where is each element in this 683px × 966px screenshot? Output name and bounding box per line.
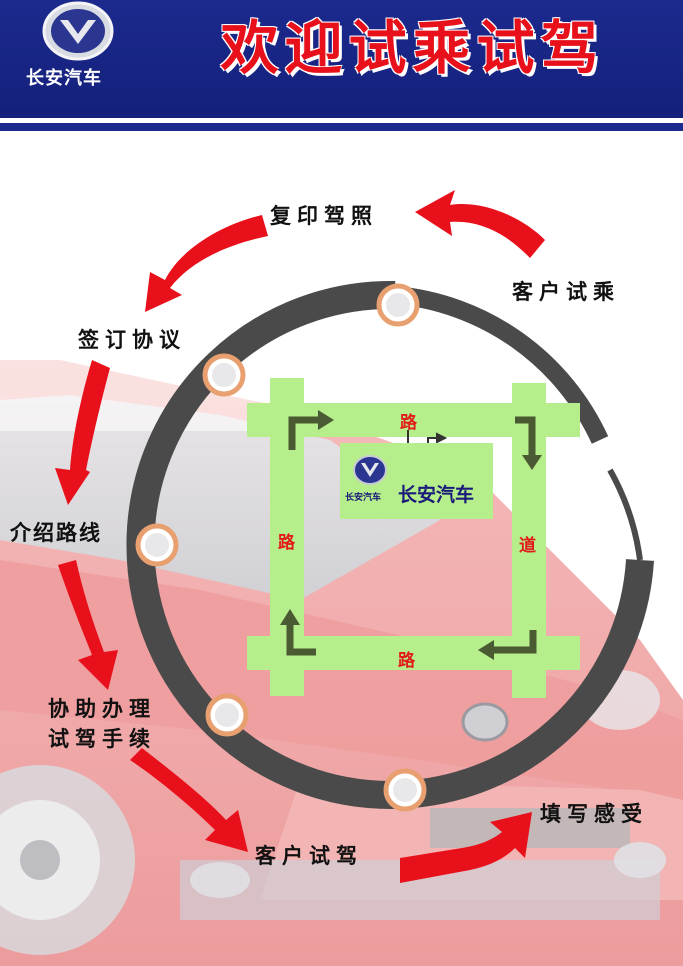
road-label-bottom: 路 (398, 651, 415, 671)
step-assist-line2: 试驾手续 (48, 726, 156, 751)
step-fill-feedback: 填写感受 (540, 801, 648, 826)
step-sign-agreement: 签订协议 (78, 327, 186, 352)
header-divider (0, 118, 683, 123)
step-customer-ride: 客户试乘 (512, 279, 620, 304)
road-label-top: 路 (400, 413, 417, 433)
page-title: 欢迎试乘试驾 (220, 14, 605, 82)
center-brand-small: 长安汽车 (345, 493, 382, 503)
header-bar (0, 0, 683, 118)
header-underline (0, 123, 683, 131)
road-label-left: 路 (278, 533, 295, 553)
step-copy-license: 复印驾照 (270, 203, 378, 228)
changan-logo-small-icon (353, 455, 387, 485)
process-nodes (135, 283, 427, 812)
step-introduce-route: 介绍路线 (10, 520, 102, 545)
step-assist-line1: 协助办理 (48, 696, 156, 721)
brand-name: 长安汽车 (26, 68, 102, 89)
step-customer-drive: 客户试驾 (255, 843, 363, 868)
road-label-right: 道 (519, 536, 536, 556)
center-brand-name: 长安汽车 (398, 484, 475, 506)
flow-arrows (55, 190, 545, 883)
changan-logo-icon (42, 1, 114, 61)
